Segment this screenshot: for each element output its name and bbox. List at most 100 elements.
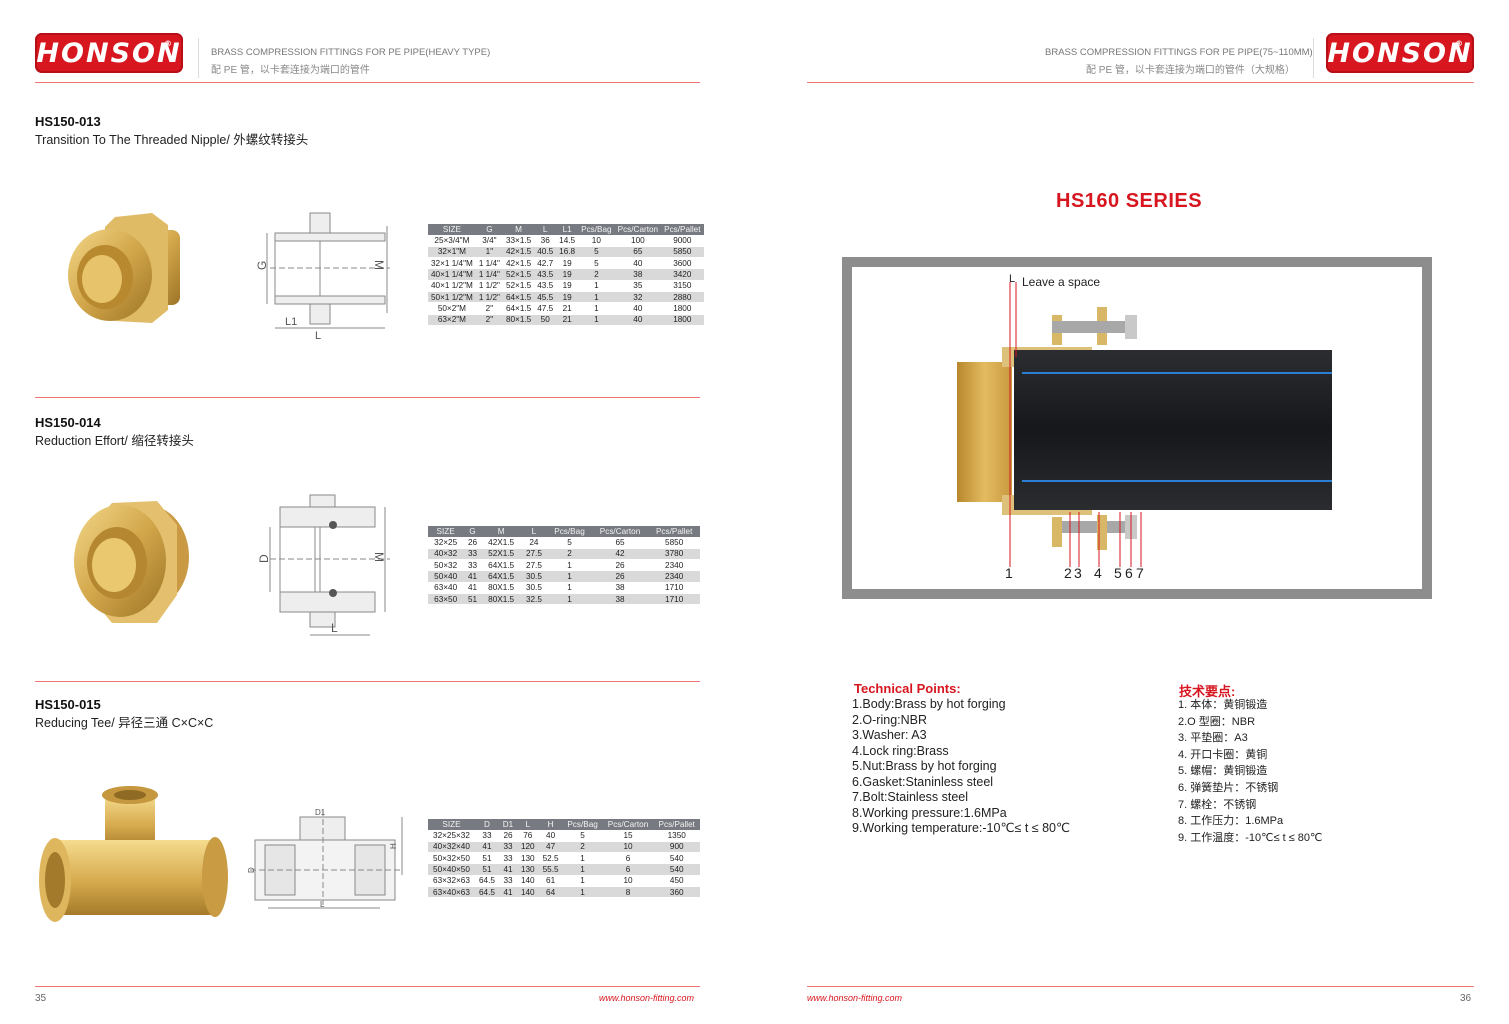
table-cell: 40×32 [428, 548, 464, 561]
table-cell: 19 [556, 257, 579, 270]
table-cell: 360 [653, 886, 700, 899]
table-cell: 1 [547, 582, 592, 594]
table-cell: 50×32×50 [428, 852, 475, 865]
table-cell: 63×2"M [428, 314, 476, 326]
col-d1: D1 [498, 819, 518, 830]
dim-label-l1: L1 [285, 316, 297, 328]
product-code: HS150-013 [35, 114, 101, 129]
catalog-page-36: BRASS COMPRESSION FITTINGS FOR PE PIPE(7… [755, 0, 1509, 1024]
website-link[interactable]: www.honson-fitting.com [807, 993, 903, 1003]
tee-technical-drawing: D1 D L H [247, 808, 403, 909]
table-cell: 19 [556, 280, 579, 292]
technical-point-item: 2.O-ring:NBR [852, 712, 928, 727]
table-cell: 65 [614, 246, 662, 259]
callout-6: 6 [1125, 565, 1133, 581]
table-cell: 19 [556, 291, 579, 304]
table-cell: 120 [517, 841, 539, 854]
table-cell: 2 [578, 268, 615, 281]
table-cell: 1 [562, 852, 603, 865]
table-cell: 40×32×40 [428, 841, 475, 854]
table-cell: 27.5 [520, 559, 548, 572]
table-cell: 64X1.5 [481, 570, 521, 583]
table-cell: 33 [463, 559, 482, 572]
table-cell: 80X1.5 [481, 593, 521, 606]
website-link[interactable]: www.honson-fitting.com [599, 993, 695, 1003]
table-cell: 51 [474, 852, 499, 865]
page-number: 36 [1460, 993, 1472, 1004]
table-cell: 50×40×50 [428, 863, 475, 876]
col-pcs-bag: Pcs/Bag [547, 526, 592, 537]
col-g: G [475, 224, 503, 235]
table-cell: 30.5 [520, 570, 548, 583]
technical-point-item: 1.Body:Brass by hot forging [852, 697, 1006, 711]
table-cell: 8 [602, 886, 654, 899]
col-d: D [474, 819, 499, 830]
table-cell: 100 [614, 235, 662, 247]
table-cell: 40.5 [534, 246, 557, 259]
table-cell: 9000 [661, 235, 704, 247]
table-cell: 1350 [653, 830, 700, 842]
registered-mark: ® [164, 39, 174, 48]
table-cell: 19 [556, 268, 579, 281]
header-title-cn: 配 PE 管，以卡套连接为端口的管件 [211, 65, 370, 76]
o-ring-icon [329, 589, 337, 597]
col-pcs-bag: Pcs/Bag [562, 819, 603, 830]
table-cell: 1 1/4" [475, 268, 503, 281]
table-cell: 1 [578, 314, 615, 326]
technical-points-title-en: Technical Points: [854, 681, 961, 696]
technical-point-item: 9.Working temperature:-10℃≤ t ≤ 80℃ [852, 821, 1071, 835]
table-cell: 61 [538, 875, 563, 887]
table-cell: 52.5 [538, 852, 563, 865]
table-cell: 1800 [661, 314, 704, 326]
table-cell: 10 [578, 235, 615, 247]
table-cell: 43.5 [534, 268, 557, 281]
dim-label-l: L [315, 330, 321, 342]
table-cell: 140 [517, 886, 539, 899]
table-cell: 76 [517, 830, 539, 842]
technical-point-item: 6. 弹簧垫片：不锈钢 [1178, 781, 1279, 794]
col-pcs-pallet: Pcs/Pallet [661, 224, 704, 235]
table-cell: 47 [538, 841, 563, 854]
table-cell: 2340 [648, 559, 700, 572]
technical-point-item: 2.O 型圈：NBR [1178, 715, 1256, 728]
table-cell: 32×25 [428, 537, 464, 549]
table-cell: 5850 [661, 246, 704, 259]
col-pcs-bag: Pcs/Bag [578, 224, 615, 235]
header-divider [1313, 38, 1314, 78]
table-cell: 47.5 [534, 302, 557, 315]
table-cell: 1" [475, 246, 503, 259]
table-cell: 40 [614, 302, 662, 315]
table-header-row: SIZE G M L Pcs/Bag Pcs/Carton Pcs/Pallet [428, 526, 700, 537]
table-cell: 1 [547, 559, 592, 572]
table-cell: 33×1.5 [502, 235, 535, 247]
col-m: M [502, 224, 535, 235]
table-cell: 1 [562, 886, 603, 899]
header-rule [807, 82, 1474, 83]
table-cell: 43.5 [534, 280, 557, 292]
table-cell: 26 [463, 537, 482, 549]
table-header-row: SIZE D D1 L H Pcs/Bag Pcs/Carton Pcs/Pal… [428, 819, 700, 830]
table-cell: 3150 [661, 280, 704, 292]
table-cell: 50×40 [428, 570, 464, 583]
table-cell: 10 [602, 875, 654, 887]
table-cell: 24 [520, 537, 548, 549]
page-number: 35 [35, 993, 47, 1004]
dim-label-h: H [389, 843, 398, 849]
callout-1: 1 [1005, 565, 1013, 581]
table-cell: 65 [591, 537, 649, 549]
table-cell: 64X1.5 [481, 559, 521, 572]
product-name: Reducing Tee/ 异径三通 C×C×C [35, 716, 214, 730]
table-cell: 42 [591, 548, 649, 561]
table-cell: 33 [498, 852, 518, 865]
table-cell: 26 [591, 570, 649, 583]
table-cell: 5 [578, 246, 615, 259]
spec-table-hs150-014: SIZE G M L Pcs/Bag Pcs/Carton Pcs/Pallet… [428, 526, 700, 606]
